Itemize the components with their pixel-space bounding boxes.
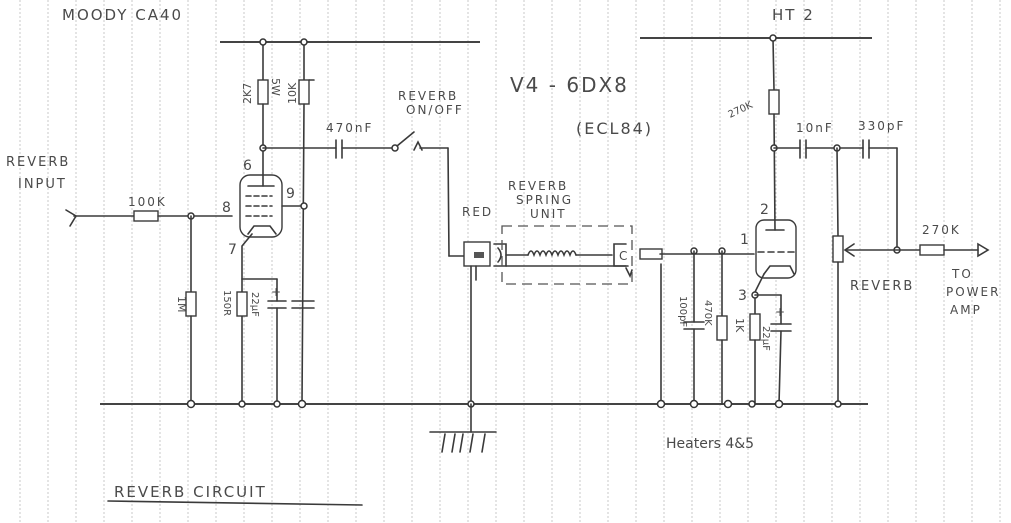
output-jack [639,248,663,260]
cathode-resistor-label: 150R [221,290,232,316]
valve-equivalent-label: (ECL84) [576,119,653,138]
caption-underline [107,500,363,506]
pin-label-3: 3 [738,288,747,304]
cathode-capacitor-label: 22µF [249,292,260,317]
output-capacitor-2-label: 330pF [858,119,905,133]
pin-label-2: 2 [760,202,769,218]
anode-resistor-2k7 [257,79,269,105]
grid-capacitor-label: 100pF [677,296,688,327]
reverb-switch[interactable] [396,131,415,147]
anode-resistor-270k-label: 270K [727,100,755,121]
pin-label-7: 7 [228,242,237,258]
anode-resistor-label: 2K7 [241,83,254,104]
grid-resistor-470k-label: 470K [702,300,713,326]
spring-label-line3: Unit [530,207,567,221]
cathode-resistor-1k-label: 1K [733,318,746,333]
input-arrow-icon [65,209,78,227]
anode-resistor-270k [768,89,780,115]
heaters-label: Heaters 4&5 [666,436,754,452]
grid-resistor-label: 1M [175,296,188,313]
coupling-capacitor-label: 470nF [326,121,373,135]
ground-icon [429,403,497,453]
output-label-line3: Amp [950,303,982,317]
screen-resistor-label: 10K [286,82,299,104]
output-arrow-icon [977,242,990,258]
caption: Reverb Circuit [114,483,267,501]
screen-resistor-10k [298,79,310,105]
output-label-line1: To [951,267,973,281]
cathode-resistor-150r [236,291,248,317]
output-label-line2: Power [946,285,1000,299]
valve-triode-section [755,219,797,279]
polarity-plus-icon: + [775,305,785,319]
input-resistor-100k [133,210,159,222]
output-resistor-270k [919,244,945,256]
sheet-title: Moody CA40 [62,6,183,24]
pin-label-8: 8 [222,200,231,216]
pin-label-6: 6 [243,158,252,174]
input-label-line2: Input [18,177,67,192]
spring-label-line2: Spring [516,193,573,207]
valve-type-label: V4 - 6DX8 [510,73,629,97]
spring-label-line1: Reverb [508,179,568,193]
pin-label-9: 9 [286,186,295,202]
reverb-pot-label: Reverb [850,279,914,294]
grid-resistor-470k [716,315,728,341]
reverb-pot[interactable] [832,235,844,263]
spring-unit: C [463,225,663,285]
switch-label-line2: On/Off [406,103,464,117]
pot-wiper-icon [843,243,855,257]
input-label-line1: Reverb [6,155,70,170]
output-capacitor-1-label: 10nF [796,121,834,135]
red-connector-label: Red [462,205,493,219]
output-connector-label: C [619,249,627,263]
valve-pentode-section [239,174,283,238]
spring-coil [527,250,577,258]
cathode-resistor-1k [749,313,761,341]
ht2-label: HT 2 [772,6,815,24]
pin-label-1: 1 [740,232,749,248]
input-resistor-label: 100K [128,195,167,209]
switch-label-line1: Reverb [398,89,458,103]
polarity-plus-icon: + [271,285,281,299]
cathode-capacitor-right-label: 22µF [760,326,771,351]
anode-resistor-rating: 5W [269,78,282,96]
output-resistor-label: 270K [922,223,961,237]
